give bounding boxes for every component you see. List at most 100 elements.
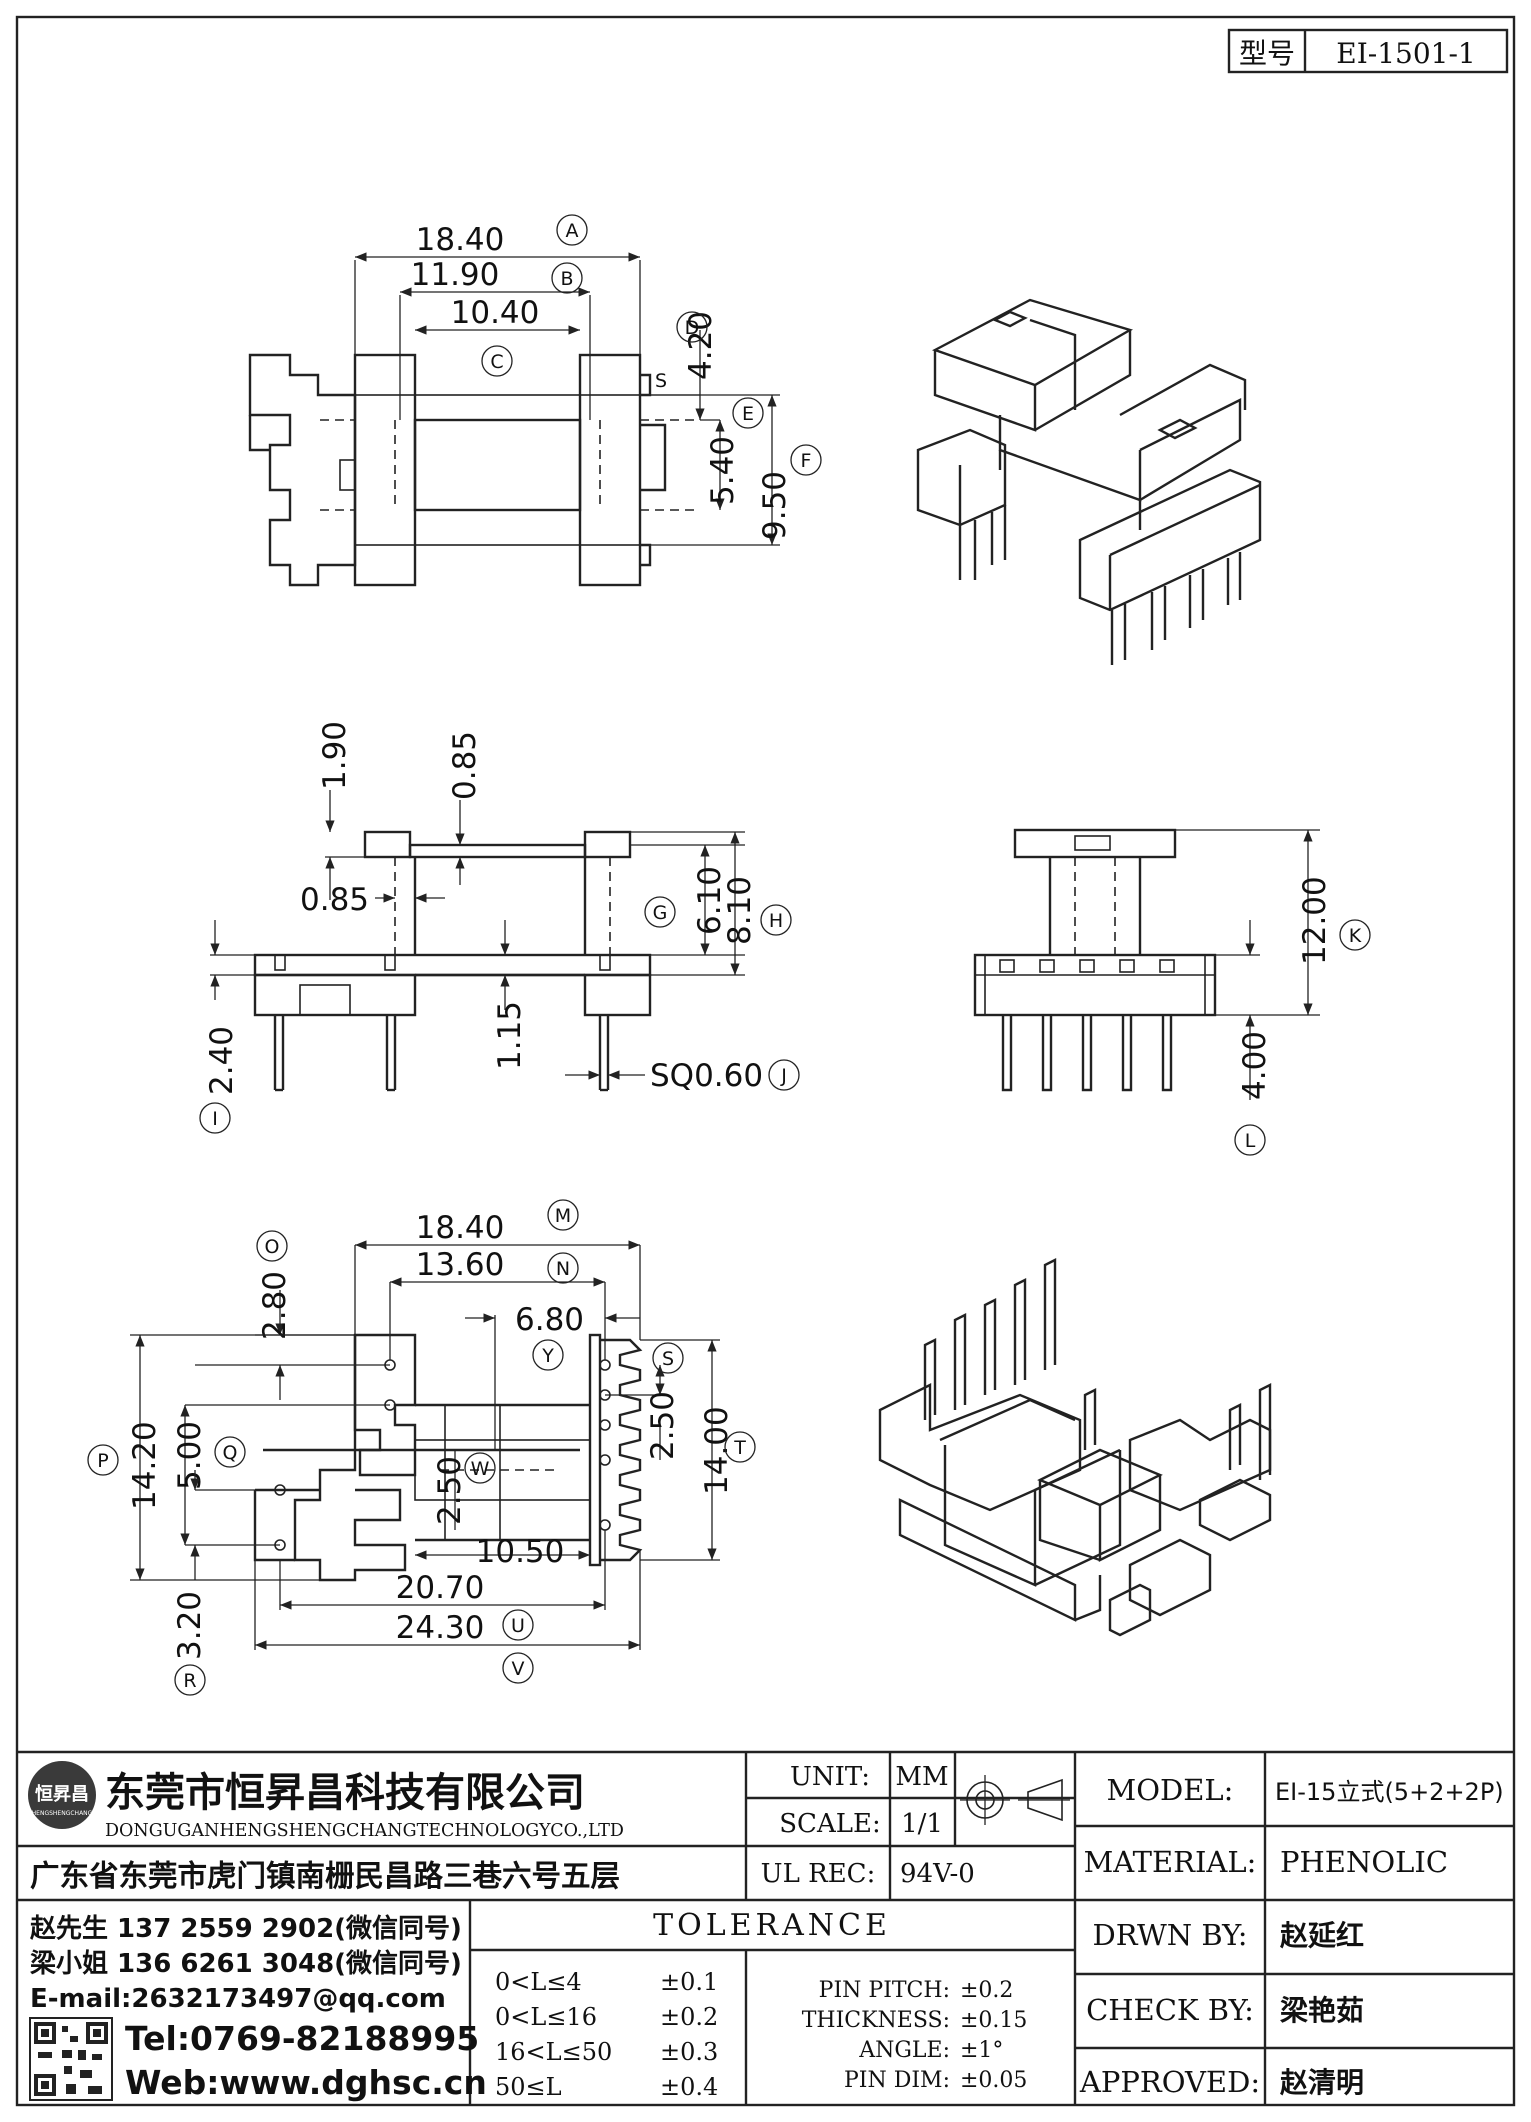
callout-i: I xyxy=(212,1108,218,1130)
pin-pitch-label: PIN PITCH: xyxy=(819,1978,950,2003)
drwn-value: 赵延红 xyxy=(1279,1919,1364,1952)
qr-code xyxy=(29,2017,113,2101)
dim-bottom-n: 13.60 xyxy=(416,1247,505,1283)
callout-q: Q xyxy=(223,1442,238,1464)
callout-t: T xyxy=(733,1437,746,1459)
dim-top-c: 10.40 xyxy=(451,295,540,331)
contact-2: 梁小姐 136 6261 3048(微信同号) xyxy=(29,1948,462,1979)
check-value: 梁艳茹 xyxy=(1279,1994,1364,2027)
dim-bottom-t: 14.00 xyxy=(699,1406,735,1495)
contact-email: E-mail:2632173497@qq.com xyxy=(30,1984,446,2014)
unit-value: MM xyxy=(895,1762,948,1792)
tol-range-3: 16<L≤50 xyxy=(495,2038,612,2066)
callout-y: Y xyxy=(541,1345,554,1367)
drawing-number-box: 型号 EI-1501-1 xyxy=(1227,28,1509,74)
callouts-front: G H I J xyxy=(199,896,800,1134)
approved-value: 赵清明 xyxy=(1279,2066,1364,2099)
dim-bottom-250-right: 2.50 xyxy=(645,1391,681,1460)
pin-dim-label: PIN DIM: xyxy=(844,2068,950,2093)
drwn-label: DRWN BY: xyxy=(1093,1918,1248,1952)
dim-top-f: 9.50 xyxy=(757,471,793,540)
material-value: PHENOLIC xyxy=(1280,1845,1448,1879)
dim-top-b: 11.90 xyxy=(411,257,500,293)
logo-sub: HENGSHENGCHANG xyxy=(32,1810,93,1817)
front-view: 1.90 0.85 0.85 6.10 8.10 1.15 2.40 SQ0.6… xyxy=(204,721,763,1095)
company-logo: 恒昇昌 HENGSHENGCHANG xyxy=(28,1761,96,1829)
tol-value-1: ±0.1 xyxy=(660,1968,718,1996)
dim-front-085-left: 0.85 xyxy=(300,882,369,918)
scale-value: 1/1 xyxy=(901,1809,943,1839)
pin-tolerance-table: PIN PITCH: ±0.2 THICKNESS: ±0.15 ANGLE: … xyxy=(802,1978,1028,2093)
drawing-number-label: 型号 xyxy=(1239,37,1295,70)
thickness-value: ±0.15 xyxy=(960,2008,1027,2033)
callout-o: O xyxy=(265,1236,280,1258)
dim-front-115: 1.15 xyxy=(492,1001,528,1070)
callout-g: G xyxy=(653,902,668,924)
scale-label: SCALE: xyxy=(779,1809,881,1839)
ulrec-label: UL REC: xyxy=(761,1859,876,1889)
dim-bottom-p: 14.20 xyxy=(127,1421,163,1510)
dim-front-j: SQ0.60 xyxy=(650,1058,763,1094)
ulrec-value: 94V-0 xyxy=(900,1859,975,1889)
callout-a: A xyxy=(566,220,579,242)
tol-value-2: ±0.2 xyxy=(660,2003,718,2031)
title-block: 恒昇昌 HENGSHENGCHANG 东莞市恒昇昌科技有限公司 DONGUGAN… xyxy=(17,1750,1514,2105)
tol-range-1: 0<L≤4 xyxy=(495,1968,582,1996)
dim-bottom-u: 20.70 xyxy=(396,1570,485,1606)
callout-w: W xyxy=(471,1458,490,1480)
callout-k: K xyxy=(1349,925,1362,947)
tol-value-4: ±0.4 xyxy=(660,2073,718,2101)
callout-b: B xyxy=(560,268,573,290)
tol-range-4: 50≤L xyxy=(495,2073,562,2101)
dim-top-e: 5.40 xyxy=(705,436,741,505)
company-address: 广东省东莞市虎门镇南栅民昌路三巷六号五层 xyxy=(30,1859,620,1893)
tolerance-title: TOLERANCE xyxy=(653,1908,891,1943)
unit-label: UNIT: xyxy=(790,1762,870,1792)
callouts-side: K L xyxy=(1234,919,1371,1156)
dim-top-a: 18.40 xyxy=(416,222,505,258)
callout-n: N xyxy=(556,1258,570,1280)
dim-bottom-280: 2.80 xyxy=(257,1271,293,1340)
dim-bottom-q: 5.00 xyxy=(172,1421,208,1490)
drawing-number: EI-1501-1 xyxy=(1336,37,1476,70)
top-marker-s: S xyxy=(655,370,667,392)
tol-value-3: ±0.3 xyxy=(660,2038,718,2066)
top-view: 18.40 11.90 10.40 S 4.20 5.40 9.50 xyxy=(248,222,793,587)
dim-front-085-top: 0.85 xyxy=(447,731,483,800)
dim-top-d: 4.20 xyxy=(683,311,719,380)
callout-h: H xyxy=(769,910,783,932)
model-label: MODEL: xyxy=(1107,1773,1234,1807)
dim-bottom-680: 6.80 xyxy=(515,1302,584,1338)
callout-u: U xyxy=(511,1615,525,1637)
thickness-label: THICKNESS: xyxy=(802,2008,950,2033)
callout-s: S xyxy=(662,1348,674,1370)
dim-bottom-m: 18.40 xyxy=(416,1210,505,1246)
isometric-view-bottom xyxy=(878,1258,1272,1637)
pin-pitch-value: ±0.2 xyxy=(960,1978,1013,2003)
logo-mark: 恒昇昌 xyxy=(35,1783,89,1805)
angle-value: ±1° xyxy=(960,2038,1003,2063)
dim-front-h: 8.10 xyxy=(722,876,758,945)
model-value: EI-15立式(5+2+2P) xyxy=(1275,1778,1504,1806)
dim-front-g: 6.10 xyxy=(692,866,728,935)
angle-label: ANGLE: xyxy=(858,2038,950,2063)
callout-j: J xyxy=(780,1065,787,1087)
bottom-view: 18.40 13.60 6.80 2.80 14.20 5.00 3.20 2.… xyxy=(127,1210,735,1660)
material-label: MATERIAL: xyxy=(1084,1845,1257,1879)
approved-label: APPROVED: xyxy=(1079,2065,1260,2099)
company-web: Web:www.dghsc.cn xyxy=(125,2063,487,2102)
check-label: CHECK BY: xyxy=(1086,1993,1254,2027)
dim-bottom-r: 3.20 xyxy=(172,1591,208,1660)
callout-m: M xyxy=(555,1205,571,1227)
callout-r: R xyxy=(183,1670,196,1692)
drawing-frame xyxy=(15,15,1516,2107)
callouts-top: A B C D E F xyxy=(481,214,822,476)
callouts-bottom: M N O P Q R S T U V W Y xyxy=(87,1199,756,1696)
callout-v: V xyxy=(512,1658,525,1680)
dim-side-k: 12.00 xyxy=(1297,876,1333,965)
isometric-view-top xyxy=(916,298,1262,665)
side-view: 12.00 4.00 xyxy=(973,828,1333,1100)
callout-c: C xyxy=(490,351,503,373)
tolerance-table: 0<L≤4 ±0.1 0<L≤16 ±0.2 16<L≤50 ±0.3 50≤L… xyxy=(495,1968,718,2101)
